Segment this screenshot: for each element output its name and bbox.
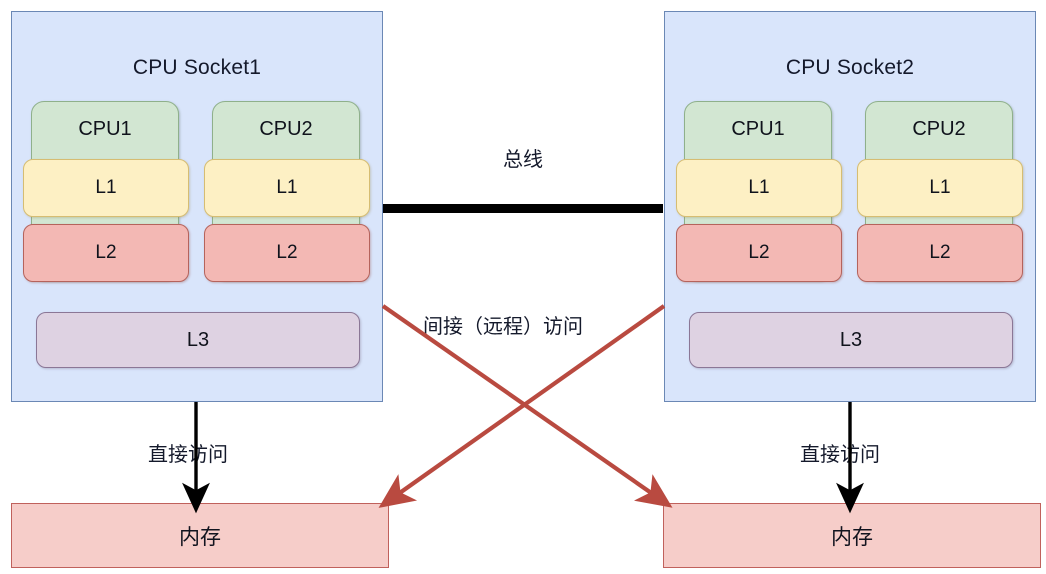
socket2-cpu2-l1-cache: L1	[857, 159, 1023, 217]
socket1-cpu2-l2-cache: L2	[204, 224, 370, 282]
socket2-cpu2-title: CPU2	[912, 118, 966, 140]
socket2-cpu1-l1-cache: L1	[676, 159, 842, 217]
socket1-cpu2: CPU2 L1 L2	[204, 101, 370, 282]
direct-access-label-right: 直接访问	[800, 444, 880, 466]
socket1-cpu1: CPU1 L1 L2	[23, 101, 189, 282]
socket2-cpu1-l2-cache: L2	[676, 224, 842, 282]
remote-access-label: 间接（远程）访问	[423, 316, 583, 338]
direct-access-label-left: 直接访问	[148, 444, 228, 466]
socket2-cpu2-l2-cache: L2	[857, 224, 1023, 282]
socket1-cpu2-title: CPU2	[259, 118, 313, 140]
socket1-cpu2-l1-cache: L1	[204, 159, 370, 217]
socket2-cpu1: CPU1 L1 L2	[676, 101, 842, 282]
cpu-socket2: CPU Socket2 CPU1 L1 L2 CPU2 L1 L2 L3	[664, 11, 1036, 402]
memory-node-1: 内存	[11, 503, 389, 568]
cpu-socket2-title: CPU Socket2	[785, 56, 915, 79]
socket1-cpu1-title: CPU1	[78, 118, 132, 140]
socket2-l3-cache: L3	[689, 312, 1013, 368]
bus-label: 总线	[503, 149, 543, 171]
cpu-socket1: CPU Socket1 CPU1 L1 L2 CPU2 L1 L2 L3	[11, 11, 383, 402]
socket2-cpu2: CPU2 L1 L2	[857, 101, 1023, 282]
socket1-cpu1-l2-cache: L2	[23, 224, 189, 282]
memory-node-2: 内存	[663, 503, 1041, 568]
socket2-cpu1-title: CPU1	[731, 118, 785, 140]
cpu-socket1-title: CPU Socket1	[132, 56, 262, 79]
socket1-cpu1-l1-cache: L1	[23, 159, 189, 217]
socket1-l3-cache: L3	[36, 312, 360, 368]
